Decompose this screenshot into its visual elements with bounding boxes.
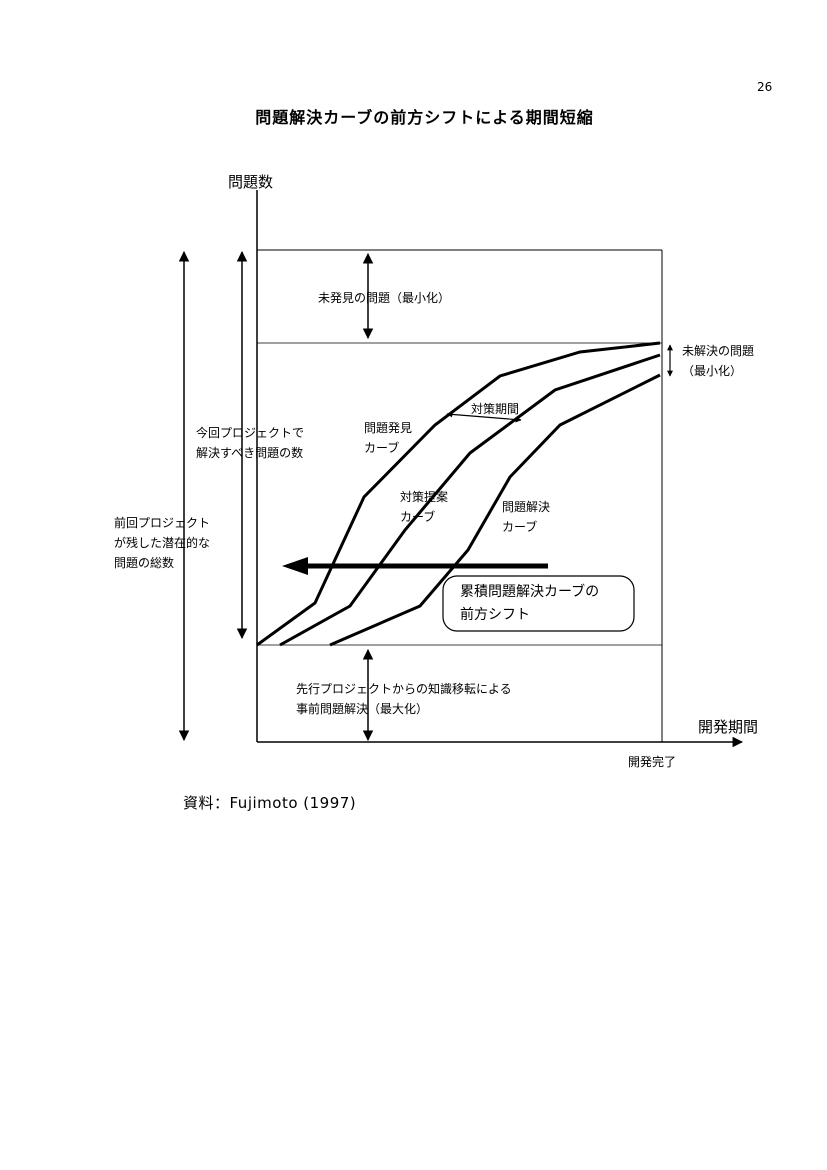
problem-solution-curve [329, 373, 661, 647]
countermeasure-proposal-curve [279, 353, 661, 647]
forward-shift-arrow-head [282, 557, 308, 575]
shift-label-box [442, 575, 635, 632]
source-citation: 資料：Fujimoto (1997) [183, 794, 357, 812]
y-axis-label: 問題数 [228, 173, 274, 191]
discovery-curve-label: 問題発見 カーブ [364, 421, 413, 455]
undiscovered-problems-label: 未発見の問題（最小化） [318, 291, 451, 305]
previous-project-label: 前回プロジェクト が残した潜在的な 問題の総数 [114, 516, 211, 570]
page-number: 26 [757, 80, 773, 94]
figure-title: 問題解決カーブの前方シフトによる期間短縮 [255, 108, 594, 127]
x-axis-label: 開発期間 [698, 718, 759, 736]
problem-discovery-curve [256, 341, 661, 647]
knowledge-transfer-label: 先行プロジェクトからの知識移転による 事前問題解決（最大化） [296, 682, 512, 716]
unsolved-problems-label: 未解決の問題 （最小化） [682, 344, 755, 378]
proposal-curve-label: 対策提案 カーブ [400, 490, 449, 524]
countermeasure-period-label: 対策期間 [471, 402, 520, 416]
solution-curve-label: 問題解決 カーブ [502, 500, 551, 534]
shift-label-text: 累積問題解決カーブの 前方シフト [460, 584, 600, 623]
x-axis-end-label: 開発完了 [628, 755, 677, 769]
countermeasure-period-arrow [446, 411, 522, 423]
current-project-label: 今回プロジェクトで 解決すべき問題の数 [196, 426, 305, 460]
